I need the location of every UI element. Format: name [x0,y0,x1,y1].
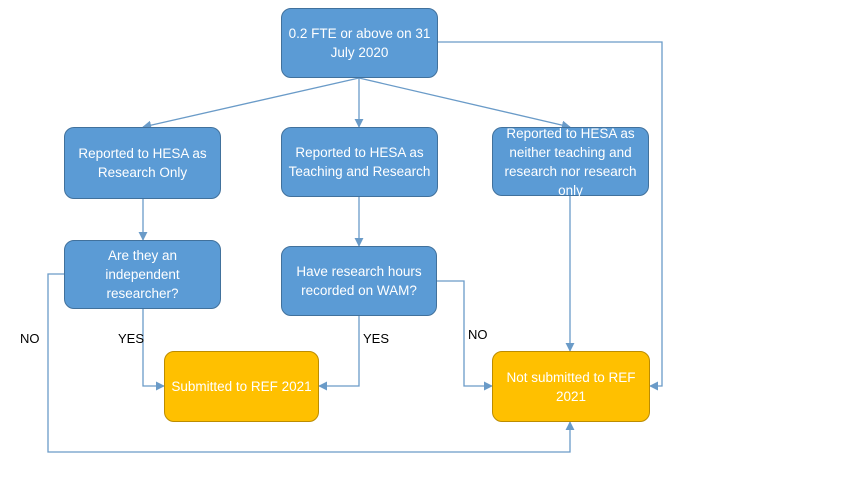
node-neither-text: Reported to HESA as neither teaching and… [504,125,637,198]
node-neither: Reported to HESA as neither teaching and… [492,126,649,198]
edge-wam-yes [318,316,360,391]
node-not-submitted-text: Not submitted to REF 2021 [506,369,636,404]
edge-label-wam-yes: YES [363,331,390,346]
edge-fte-neither [358,77,571,130]
node-fte-threshold-text: 0.2 FTE or above on 31 July 2020 [288,26,431,60]
edge-independent-yes [142,309,165,391]
node-submitted: Submitted to REF 2021 [164,351,319,422]
node-teaching-research-text: Reported to HESA as Teaching and Researc… [288,145,431,179]
edge-fte-research-only [142,77,360,130]
node-not-submitted: Not submitted to REF 2021 [492,351,650,422]
edge-label-independent-no: NO [20,331,40,346]
edge-label-independent-yes: YES [118,331,145,346]
node-wam-hours: Have research hours recorded on WAM? [281,246,437,316]
node-independent-researcher-text: Are they an independent researcher? [105,248,180,301]
node-independent-researcher: Are they an independent researcher? [64,240,221,309]
node-research-only: Reported to HESA as Research Only [64,127,221,199]
node-fte-threshold: 0.2 FTE or above on 31 July 2020 [281,8,438,78]
edge-label-wam-no: NO [468,327,488,342]
node-submitted-text: Submitted to REF 2021 [171,379,312,394]
node-wam-hours-text: Have research hours recorded on WAM? [296,264,422,298]
node-research-only-text: Reported to HESA as Research Only [78,146,207,180]
node-teaching-research: Reported to HESA as Teaching and Researc… [281,127,438,197]
